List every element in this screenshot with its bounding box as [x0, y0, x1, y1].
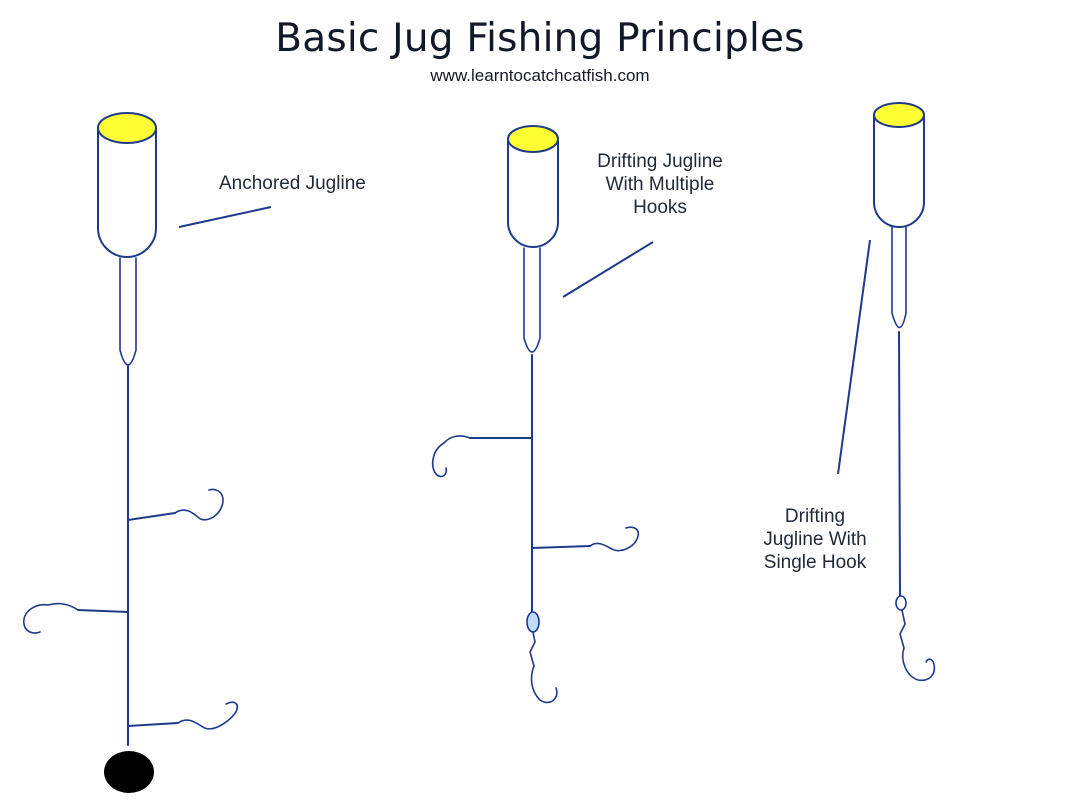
label-drifting-multiple-hooks: Drifting Jugline With Multiple Hooks	[597, 151, 723, 218]
jug-icon	[507, 125, 559, 248]
label-anchored-jugline: Anchored Jugline	[219, 173, 366, 194]
jug-neck	[523, 247, 541, 353]
arrow-icon	[562, 241, 654, 298]
hook-icon	[127, 488, 224, 521]
diagram-title: Basic Jug Fishing Principles	[275, 16, 805, 61]
drifting-multiple-hooks-rig	[431, 125, 640, 704]
hook-icon	[899, 609, 936, 682]
hook-icon	[531, 526, 640, 552]
jug-neck	[891, 226, 907, 329]
hook-icon	[127, 701, 239, 730]
jug-icon	[97, 112, 157, 258]
hook-icon	[529, 631, 558, 704]
sinker-weight	[104, 751, 154, 793]
swivel-icon	[526, 611, 540, 633]
jug-neck	[119, 257, 137, 366]
drifting-single-hook-rig	[873, 102, 936, 682]
swivel-icon	[895, 595, 907, 611]
main-line	[898, 331, 901, 597]
anchored-jugline-rig	[23, 112, 239, 793]
website-url: www.learntocatchcatfish.com	[430, 66, 650, 85]
hook-icon	[23, 602, 129, 634]
arrow-icon	[178, 206, 272, 228]
label-drifting-single-hook: Drifting Jugline With Single Hook	[763, 506, 867, 573]
jug-icon	[873, 102, 925, 228]
hook-icon	[431, 435, 533, 478]
arrow-icon	[837, 239, 871, 475]
